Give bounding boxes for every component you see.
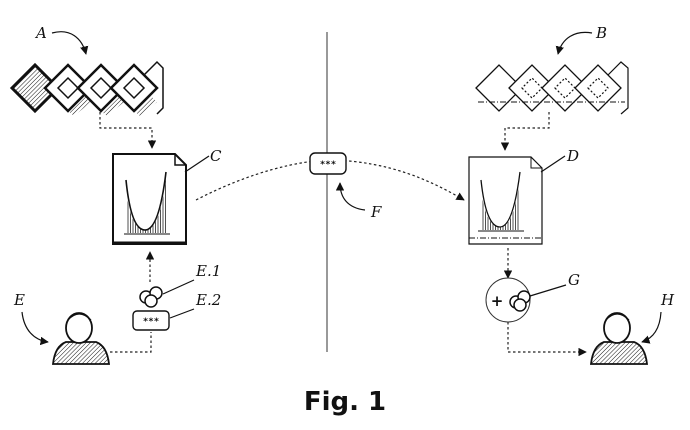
svg-text:***: *** <box>320 160 336 170</box>
leader-f <box>335 182 366 211</box>
block-chain-b <box>475 61 629 115</box>
connector-a-to-c <box>99 112 157 149</box>
label-a: A <box>34 24 47 42</box>
document-d <box>468 156 543 245</box>
user-e-icon <box>51 312 111 365</box>
leader-h <box>641 311 662 344</box>
connector-b-to-d <box>500 112 550 151</box>
leader-b <box>555 31 593 55</box>
label-c: C <box>210 147 222 165</box>
leader-a <box>51 31 89 55</box>
label-e2: E.2 <box>195 291 221 309</box>
connector-e-to-e2 <box>110 332 152 353</box>
svg-text:+: + <box>491 292 504 310</box>
leader-e1 <box>162 279 195 295</box>
label-e1: E.1 <box>195 262 221 280</box>
password-token-f: *** <box>309 152 347 175</box>
label-d: D <box>566 147 579 165</box>
leader-e <box>21 311 49 346</box>
block-chain-a <box>9 60 164 116</box>
svg-text:***: *** <box>143 317 159 327</box>
password-token-e2: *** <box>132 310 170 331</box>
leader-c <box>184 155 210 173</box>
figure-caption: Fig. 1 <box>304 387 386 417</box>
label-h: H <box>660 291 675 309</box>
leader-e2 <box>169 308 195 319</box>
user-h-icon <box>589 312 649 365</box>
key-icon <box>139 286 163 308</box>
document-c <box>112 153 187 245</box>
label-e: E <box>13 291 25 309</box>
key-combination-g: + <box>485 277 531 323</box>
label-g: G <box>568 271 580 289</box>
transfer-arc-c-to-d <box>195 159 465 201</box>
leader-g <box>529 284 567 297</box>
label-b: B <box>595 24 607 42</box>
connector-g-to-h <box>507 322 587 357</box>
label-f: F <box>370 203 382 221</box>
leader-d <box>540 155 566 173</box>
